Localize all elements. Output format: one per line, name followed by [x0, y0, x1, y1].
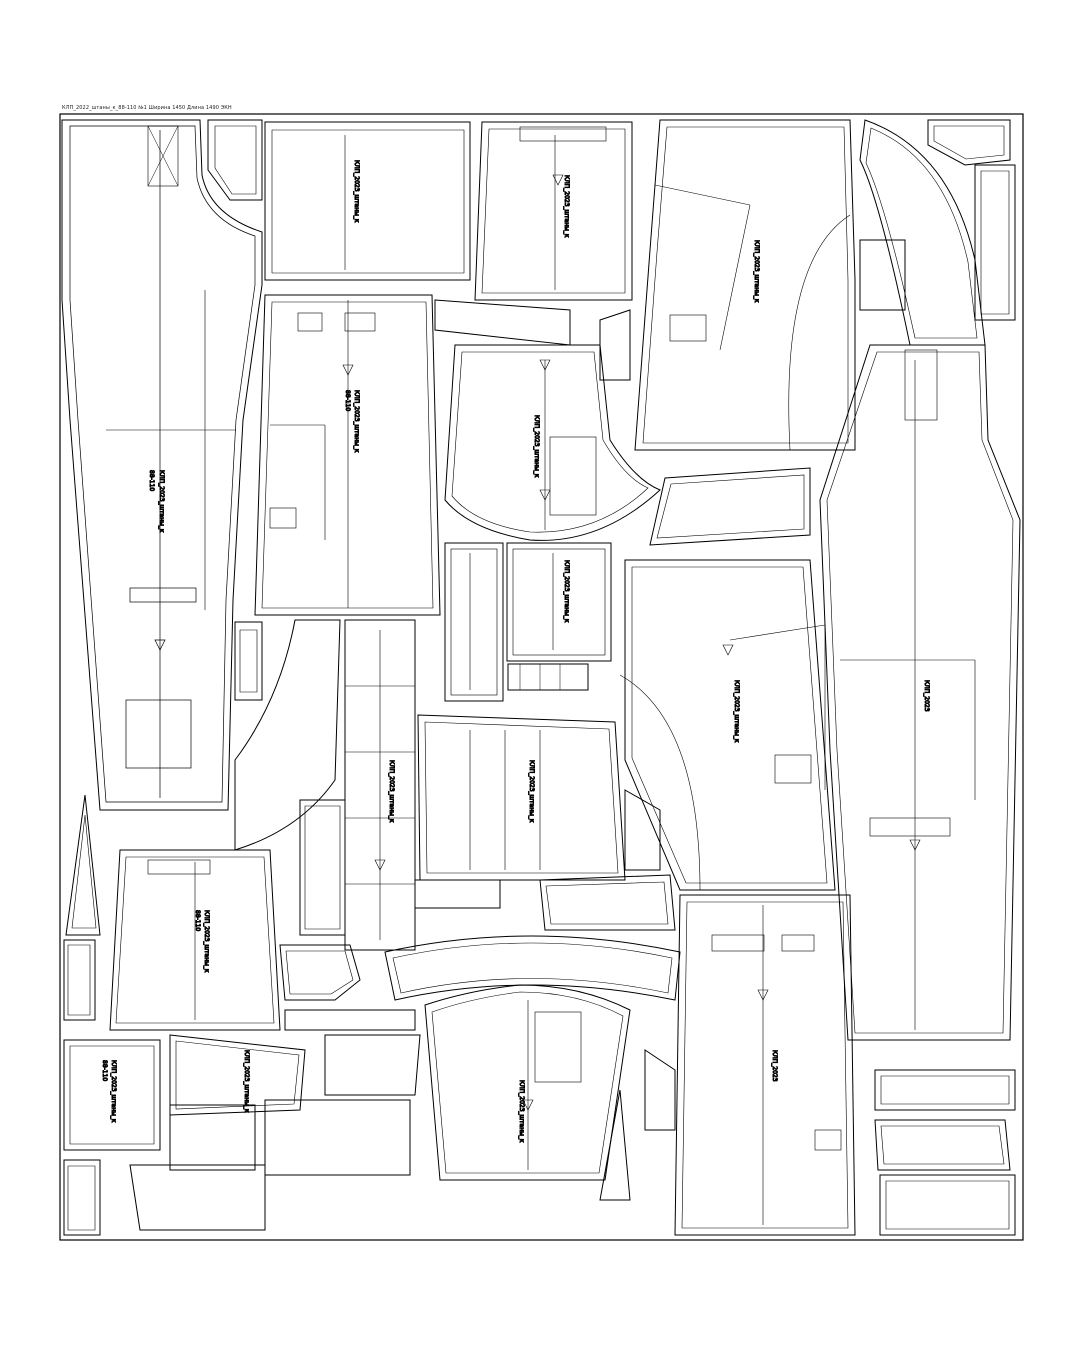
piece-tall-narrow-1: [299, 799, 346, 936]
piece-label: КЛП_2023_штаны_к: [563, 175, 570, 238]
piece-label: КЛП_2023: [923, 680, 930, 712]
marker-border: [59, 113, 1024, 1241]
piece-back-seat-panel: [424, 984, 631, 1181]
piece-trouser-leg-right: [819, 344, 1021, 1041]
piece-center-hexes: [414, 299, 676, 1201]
piece-label: КЛП_2023_штаны_к: [753, 240, 760, 303]
piece-hip-panel-lower: [619, 559, 836, 891]
piece-right-small-6: [859, 239, 906, 311]
piece-label: КЛП_2023_штаны_к: [243, 1050, 250, 1113]
piece-stub-left-2: [63, 1039, 161, 1151]
piece-hip-panel-upper: [634, 119, 856, 451]
piece-label: КЛП_2023_штаны_к: [353, 390, 360, 453]
piece-stub-left-3: [63, 1159, 101, 1236]
piece-waistband-column: [344, 619, 416, 951]
piece-size: 88-110: [344, 390, 351, 411]
piece-right-small-5: [879, 1174, 1016, 1236]
piece-lower-panel-left: [109, 849, 281, 1031]
piece-right-small-2: [974, 164, 1016, 321]
piece-right-small-4: [874, 1119, 1011, 1171]
piece-right-small-3: [874, 1069, 1016, 1111]
grain-arrows: [342, 174, 769, 1111]
piece-label: КЛП_2023_штаны_к: [518, 1080, 525, 1143]
piece-large-front-panel: [254, 294, 441, 616]
piece-small-pocket-1: [207, 119, 263, 201]
piece-trouser-leg-left: [61, 119, 263, 811]
piece-small-labels-center: [507, 663, 589, 691]
piece-rect-panel-middle: [417, 714, 626, 881]
piece-label: КЛП_2023_штаны_к: [563, 560, 570, 623]
piece-pocket-hex-1: [279, 944, 361, 1001]
piece-label: КЛП_2023_штаны_к: [353, 160, 360, 223]
piece-size: 88-110: [148, 470, 155, 491]
piece-right-small-1: [927, 119, 1011, 166]
piece-waistband-curve: [384, 935, 681, 1001]
piece-small-trapezoid-mid: [649, 467, 811, 546]
piece-label: КЛП_2023: [771, 1050, 778, 1082]
piece-pocket-bags: [444, 542, 612, 702]
piece-top-center-panel: [474, 121, 633, 301]
piece-triangle-left: [65, 794, 101, 936]
piece-label: КЛП_2023_штаны_к: [533, 415, 540, 478]
piece-waist-panel-top: [264, 121, 471, 281]
piece-label: КЛП_2023_штаны_к: [528, 760, 535, 823]
piece-small-pocket-2: [234, 621, 263, 701]
piece-curved-strip: [234, 619, 341, 851]
piece-label: КЛП_2023_штаны_к: [203, 910, 210, 973]
piece-seat-panel: [444, 344, 661, 541]
piece-label: КЛП_2023_штаны_к: [733, 680, 740, 743]
piece-stub-left-1: [63, 939, 96, 1021]
piece-label: КЛП_2023_штаны_к: [388, 760, 395, 823]
marker-file-label: КЛП_2022_штаны_к_88-110 №1 Ширина 1450 Д…: [62, 105, 232, 111]
piece-hex-pocket-row: [129, 1009, 421, 1231]
piece-label: КЛП_2023_штаны_к: [158, 470, 165, 533]
piece-long-lower-right: [674, 894, 856, 1236]
piece-size: 88-110: [194, 910, 201, 931]
piece-top-right-curve: [859, 119, 986, 346]
piece-size: 88-110: [101, 1060, 108, 1081]
piece-label: КЛП_2023_штаны_к: [110, 1060, 117, 1123]
